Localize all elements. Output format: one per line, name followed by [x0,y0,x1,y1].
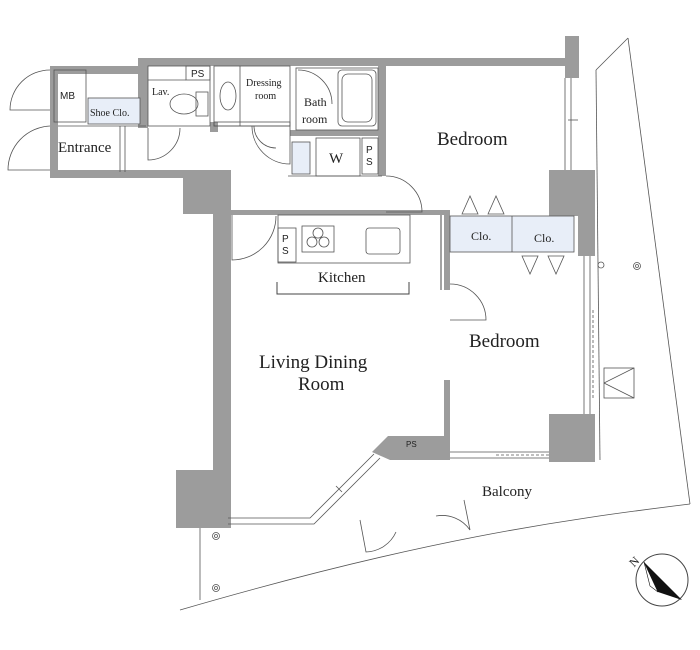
living-windows [228,453,471,553]
dressing-label-2: room [255,91,276,102]
mb-label: MB [60,91,75,102]
closet-left-label: Clo. [471,229,491,243]
closet-right-label: Clo. [534,231,554,245]
washer-label: W [329,151,344,167]
ps-top-label: PS [191,69,205,80]
shoe-closet-label: Shoe Clo. [90,108,129,119]
bedroom-north-window [564,78,578,170]
lavatory-label: Lav. [152,87,169,98]
kitchen-area [231,214,442,295]
balcony-label: Balcony [482,484,532,500]
bath-label-2: room [302,112,328,126]
bath-label-1: Bath [304,95,327,109]
kitchen-label: Kitchen [318,270,366,286]
entrance-area [7,69,181,172]
living-label-2: Room [298,374,345,395]
ps-living-label: PS [406,440,417,449]
ps-kitchen-s-label: S [282,246,289,257]
dressing-label-1: Dressing [246,78,282,89]
wet-area [147,65,423,213]
ps-wash-p-label: P [366,145,373,156]
bedroom-south [449,256,594,459]
balcony-outline [179,37,691,611]
living-label-1: Living Dining [259,352,368,373]
north-arrow-icon: N [626,553,689,607]
ps-kitchen-p-label: P [282,234,289,245]
closets [449,195,575,275]
bedroom-south-label: Bedroom [469,331,540,352]
walls [50,36,595,528]
ps-wash-s-label: S [366,157,373,168]
entrance-label: Entrance [58,140,112,156]
bedroom-north-label: Bedroom [437,129,508,150]
